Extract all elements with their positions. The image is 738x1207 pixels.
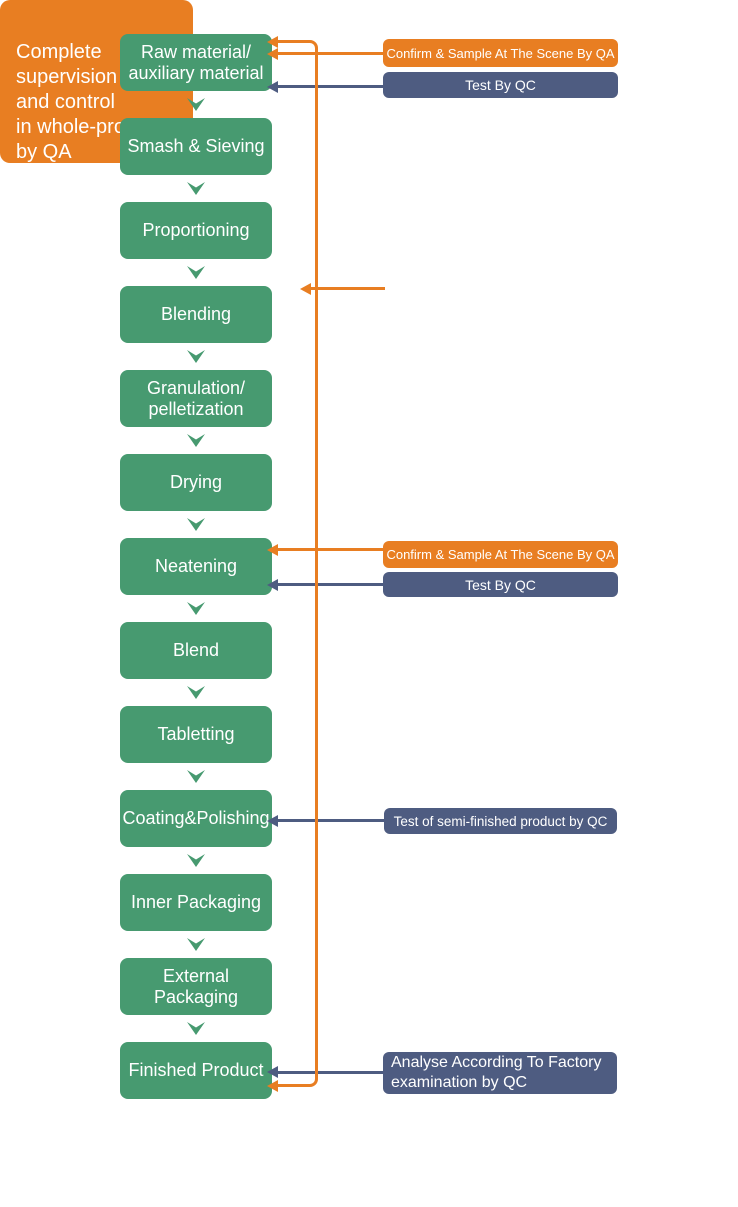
flow-step-label: External Packaging bbox=[153, 965, 239, 1007]
qc-test-mid-label: Test By QC bbox=[465, 576, 536, 593]
flow-step-label: Coating&Polishing bbox=[122, 808, 270, 828]
chevron-down-icon bbox=[187, 602, 205, 615]
qc-semi-finished-arrow bbox=[278, 819, 384, 822]
flow-step: External Packaging bbox=[120, 958, 272, 1042]
qa-confirm-sample-top-label: Confirm & Sample At The Scene By QA bbox=[386, 45, 615, 61]
flow-step: Granulation/ pelletization bbox=[120, 370, 272, 454]
flow-connector bbox=[120, 511, 272, 538]
flow-step: Coating&Polishing bbox=[120, 790, 272, 874]
flow-step-box: Finished Product bbox=[120, 1042, 272, 1099]
qa-supervision-arrowhead-icon bbox=[300, 282, 311, 295]
chevron-down-icon bbox=[187, 770, 205, 783]
flow-step-box: Drying bbox=[120, 454, 272, 511]
qc-test-top-label: Test By QC bbox=[465, 77, 536, 93]
flow-step: Blending bbox=[120, 286, 272, 370]
flow-step-box: Blending bbox=[120, 286, 272, 343]
flow-step: Proportioning bbox=[120, 202, 272, 286]
flow-step: Raw material/ auxiliary material bbox=[120, 34, 272, 118]
flow-step: Smash & Sieving bbox=[120, 118, 272, 202]
qc-test-mid-arrow bbox=[278, 583, 383, 586]
chevron-down-icon bbox=[187, 182, 205, 195]
chevron-down-icon bbox=[187, 266, 205, 279]
qc-test-top-arrow bbox=[278, 85, 383, 88]
flow-step-label: Inner Packaging bbox=[130, 892, 262, 912]
qa-loop-bottom-arrowhead-icon bbox=[267, 1079, 278, 1092]
chevron-down-icon bbox=[187, 1022, 205, 1035]
flow-connector bbox=[120, 259, 272, 286]
chevron-down-icon bbox=[187, 98, 205, 111]
flow-step-label: Smash & Sieving bbox=[127, 136, 265, 156]
flow-step-box: Neatening bbox=[120, 538, 272, 595]
flow-connector bbox=[120, 91, 272, 118]
flow-step-box: External Packaging bbox=[120, 958, 272, 1015]
flow-step-label: Finished Product bbox=[128, 1060, 264, 1080]
flow-step: Tabletting bbox=[120, 706, 272, 790]
flow-step-label: Blending bbox=[160, 304, 232, 324]
flow-step-box: Raw material/ auxiliary material bbox=[120, 34, 272, 91]
qc-semi-finished-label: Test of semi-finished product by QC bbox=[393, 813, 608, 829]
flow-connector bbox=[120, 175, 272, 202]
flow-connector bbox=[120, 1015, 272, 1042]
qa-supervision-arrow bbox=[311, 287, 385, 290]
flow-step-label: Tabletting bbox=[157, 724, 235, 744]
qc-test-top-arrowhead-icon bbox=[267, 80, 278, 93]
qc-test-top-box: Test By QC bbox=[383, 72, 618, 98]
flow-step-box: Coating&Polishing bbox=[120, 790, 272, 847]
flow-connector bbox=[120, 343, 272, 370]
qa-loop-top-arrowhead-icon bbox=[267, 35, 278, 48]
qa-confirm-sample-mid-label: Confirm & Sample At The Scene By QA bbox=[386, 547, 615, 562]
qc-test-mid-box: Test By QC bbox=[383, 572, 618, 597]
flow-connector bbox=[120, 763, 272, 790]
flow-step: Neatening bbox=[120, 538, 272, 622]
qc-final-arrow bbox=[278, 1070, 383, 1074]
qc-final-examination-label: Analyse According To Factory examination… bbox=[391, 1054, 602, 1091]
chevron-down-icon bbox=[187, 350, 205, 363]
qc-semi-finished-arrowhead-icon bbox=[267, 814, 278, 827]
flow-connector bbox=[120, 847, 272, 874]
flow-step-box: Inner Packaging bbox=[120, 874, 272, 931]
flow-step-label: Granulation/ pelletization bbox=[146, 377, 246, 419]
qa-confirm-sample-mid-box: Confirm & Sample At The Scene By QA bbox=[383, 541, 618, 568]
flow-step-box: Smash & Sieving bbox=[120, 118, 272, 175]
flow-connector bbox=[120, 427, 272, 454]
flow-step-label: Drying bbox=[169, 472, 222, 492]
flow-step-box: Proportioning bbox=[120, 202, 272, 259]
qa-confirm-top-arrow bbox=[278, 51, 383, 55]
qc-test-mid-arrowhead-icon bbox=[267, 578, 278, 591]
flow-step: Finished Product bbox=[120, 1042, 272, 1099]
flow-step: Drying bbox=[120, 454, 272, 538]
flow-connector bbox=[120, 679, 272, 706]
chevron-down-icon bbox=[187, 686, 205, 699]
chevron-down-icon bbox=[187, 854, 205, 867]
flow-connector bbox=[120, 931, 272, 958]
flow-connector bbox=[120, 595, 272, 622]
chevron-down-icon bbox=[187, 938, 205, 951]
qa-confirm-top-arrowhead-icon bbox=[267, 47, 278, 60]
chevron-down-icon bbox=[187, 434, 205, 447]
flow-step: Blend bbox=[120, 622, 272, 706]
qc-semi-finished-box: Test of semi-finished product by QC bbox=[384, 808, 617, 834]
qa-confirm-mid-arrowhead-icon bbox=[267, 543, 278, 556]
qa-confirm-mid-arrow bbox=[278, 548, 383, 551]
flow-step-label: Blend bbox=[172, 640, 220, 660]
qa-supervision-loop-line bbox=[277, 40, 318, 1087]
qc-final-arrowhead-icon bbox=[267, 1066, 278, 1078]
flow-step-box: Blend bbox=[120, 622, 272, 679]
flow-step-box: Tabletting bbox=[120, 706, 272, 763]
qc-final-examination-box: Analyse According To Factory examination… bbox=[383, 1052, 617, 1094]
flow-step-label: Proportioning bbox=[142, 220, 250, 240]
process-flow: Raw material/ auxiliary material Smash &… bbox=[120, 34, 272, 1099]
flow-step-label: Neatening bbox=[154, 556, 238, 576]
qa-confirm-sample-top-box: Confirm & Sample At The Scene By QA bbox=[383, 39, 618, 67]
chevron-down-icon bbox=[187, 518, 205, 531]
flow-step-box: Granulation/ pelletization bbox=[120, 370, 272, 427]
flow-step: Inner Packaging bbox=[120, 874, 272, 958]
flow-step-label: Raw material/ auxiliary material bbox=[128, 41, 264, 83]
